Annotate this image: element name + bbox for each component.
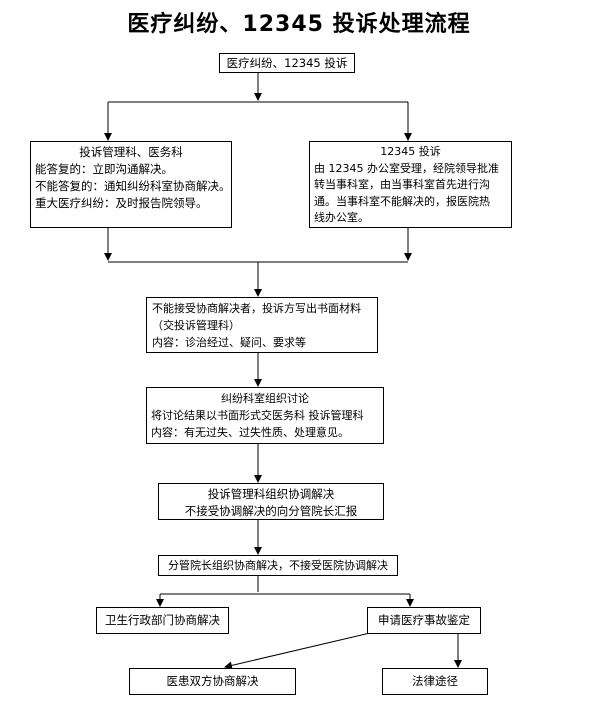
legal-text: 法律途径 xyxy=(412,674,458,688)
appraisal-text: 申请医疗事故鉴定 xyxy=(378,613,470,627)
appraisal-node: 申请医疗事故鉴定 xyxy=(367,607,481,634)
discussion-heading: 纠纷科室组织讨论 xyxy=(221,392,309,405)
mediation-text: 医患双方协商解决 xyxy=(166,674,259,688)
discussion-line: 内容：有无过失、过失性质、处理意见。 xyxy=(151,426,349,439)
written-line: 内容：诊治经过、疑问、要求等 xyxy=(152,336,306,349)
dept-line: 重大医疗纠纷：及时报告院领导。 xyxy=(35,196,208,210)
written-material-node: 不能接受协商解决者，投诉方写出书面材料 （交投诉管理科） 内容：诊治经过、疑问、… xyxy=(146,297,378,353)
vice-president-node: 分管院长组织协商解决，不接受医院协调解决 xyxy=(158,555,398,576)
written-line: （交投诉管理科） xyxy=(152,319,240,332)
dept-heading: 投诉管理科、医务科 xyxy=(79,145,183,159)
health-admin-node: 卫生行政部门协商解决 xyxy=(96,607,229,634)
hotline-line: 通。当事科室不能解决的，报医院热 xyxy=(314,194,490,208)
coordinate-line: 不接受协调解决的向分管院长汇报 xyxy=(184,504,358,518)
discussion-line: 将讨论结果以书面形式交医务科 投诉管理科 xyxy=(151,409,364,422)
page-title: 医疗纠纷、12345 投诉处理流程 xyxy=(127,12,471,37)
dept-line: 能答复的：立即沟通解决。 xyxy=(35,162,173,176)
discussion-node: 纠纷科室组织讨论 将讨论结果以书面形式交医务科 投诉管理科 内容：有无过失、过失… xyxy=(146,387,384,444)
coordinate-node: 投诉管理科组织协调解决 不接受协调解决的向分管院长汇报 xyxy=(158,483,384,520)
coordinate-line: 投诉管理科组织协调解决 xyxy=(207,487,335,501)
vice-president-text: 分管院长组织协商解决，不接受医院协调解决 xyxy=(168,559,388,572)
written-line: 不能接受协商解决者，投诉方写出书面材料 xyxy=(152,302,361,315)
hotline-line: 转当事科室，由当事科室首先进行沟 xyxy=(314,178,490,191)
legal-node: 法律途径 xyxy=(382,668,488,695)
start-node: 医疗纠纷、12345 投诉 xyxy=(219,53,355,73)
connector-appraisal-to-mediation xyxy=(224,632,371,670)
start-node-text: 医疗纠纷、12345 投诉 xyxy=(226,56,348,70)
dept-line: 不能答复的：通知纠纷科室协商解决。 xyxy=(35,179,231,193)
dept-node: 投诉管理科、医务科 能答复的：立即沟通解决。 不能答复的：通知纠纷科室协商解决。… xyxy=(30,141,232,228)
mediation-node: 医患双方协商解决 xyxy=(129,668,296,695)
hotline-line: 线办公室。 xyxy=(314,211,369,224)
health-admin-text: 卫生行政部门协商解决 xyxy=(105,613,220,627)
hotline-heading: 12345 投诉 xyxy=(380,145,441,158)
hotline-line: 由 12345 办公室受理，经院领导批准 xyxy=(314,161,499,175)
hotline-node: 12345 投诉 由 12345 办公室受理，经院领导批准 转当事科室，由当事科… xyxy=(309,141,512,228)
